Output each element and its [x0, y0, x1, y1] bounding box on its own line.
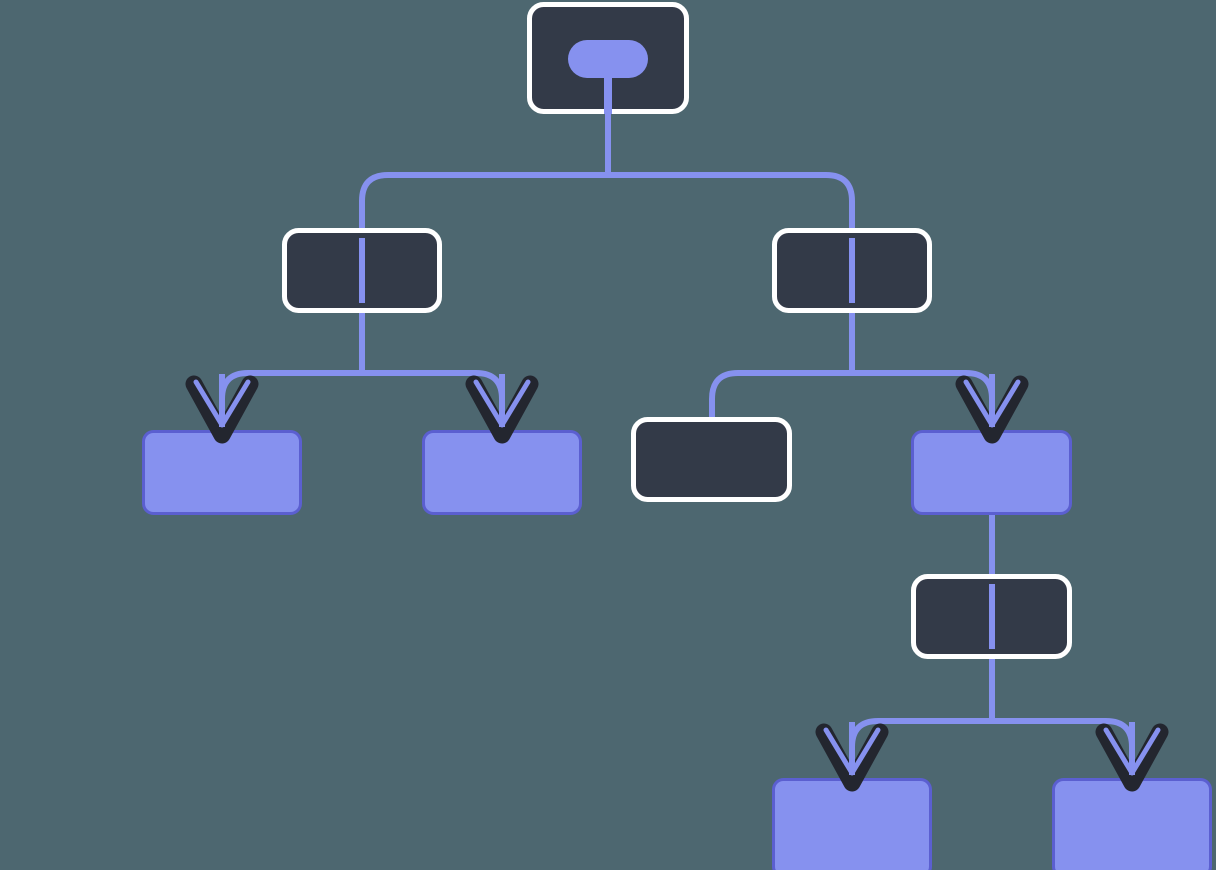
- pill-badge[interactable]: [568, 40, 648, 78]
- nodes-layer: [142, 2, 1212, 870]
- leaf-node-b[interactable]: [422, 430, 582, 515]
- leaf-node-e[interactable]: [772, 778, 932, 870]
- arrow-chevron-highlight: [823, 727, 881, 776]
- arrowhead-icon: [185, 375, 259, 444]
- leaf-node-b-shape[interactable]: [422, 430, 582, 515]
- dark-node-c-shape[interactable]: [631, 417, 792, 502]
- arrowhead-icon: [465, 375, 539, 444]
- leaf-node-f[interactable]: [1052, 778, 1212, 870]
- root-node[interactable]: [527, 2, 689, 115]
- arrowhead-icon: [815, 723, 889, 792]
- arrowhead-icon: [955, 375, 1029, 444]
- arrow-chevron-highlight: [1103, 727, 1161, 776]
- dark-node-c[interactable]: [631, 417, 792, 502]
- pill-stem: [604, 59, 612, 114]
- edge-level2-right-to-node-c: [709, 370, 852, 417]
- leaf-node-f-shape[interactable]: [1052, 778, 1212, 870]
- edge-root-to-level2-right: [608, 172, 855, 313]
- arrowheads-layer: [185, 374, 1169, 792]
- leaf-node-d[interactable]: [911, 430, 1072, 515]
- leaf-node-a-shape[interactable]: [142, 430, 302, 515]
- passthrough-layer: [359, 238, 995, 649]
- leaf-node-a[interactable]: [142, 430, 302, 515]
- arrow-chevron-highlight: [473, 379, 531, 428]
- leaf-node-e-shape[interactable]: [772, 778, 932, 870]
- arrowhead-icon: [1095, 723, 1169, 792]
- arrow-chevron-highlight: [193, 379, 251, 428]
- edge-root-to-level2-left: [359, 172, 608, 313]
- leaf-node-d-shape[interactable]: [911, 430, 1072, 515]
- arrow-chevron-highlight: [963, 379, 1021, 428]
